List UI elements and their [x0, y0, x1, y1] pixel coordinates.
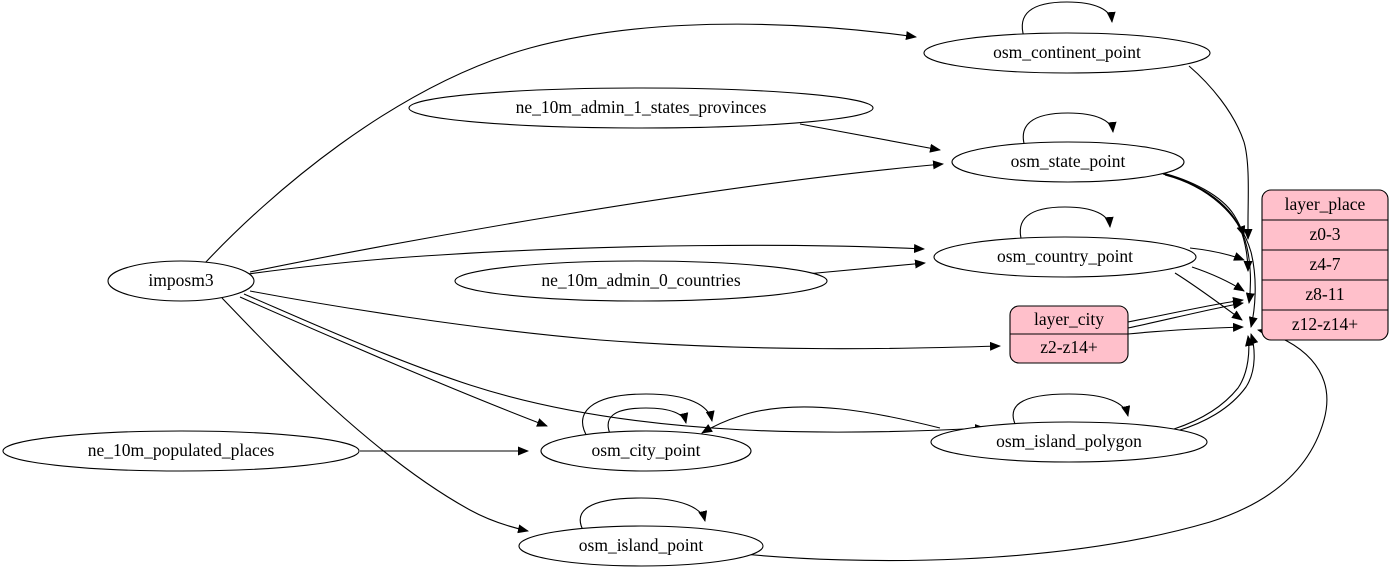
- node-imposm3[interactable]: imposm3: [107, 260, 255, 302]
- edge-osm_country_point-to-layer_place-z4-7: [1189, 247, 1245, 261]
- edge-layer_city-to-layer_place-z8-11-b: [1127, 300, 1244, 329]
- edge-self-osm_city_point-inner: [607, 407, 689, 437]
- edge-self-osm_country_point: [1019, 206, 1114, 243]
- edge-imposm3-to-osm_city_point: [239, 296, 548, 427]
- node-osm_island_polygon[interactable]: osm_island_polygon: [930, 421, 1208, 463]
- edge-layer_city-to-layer_place-z8-11: [1127, 296, 1244, 323]
- edge-imposm3-to-osm_island_polygon: [243, 293, 986, 434]
- edge-osm_state_point-to-layer_place-z12-z14+: [1164, 174, 1258, 328]
- edge-self-osm_island_polygon: [1012, 393, 1131, 429]
- edge-osm_country_point-to-layer_place-z8-11: [1191, 266, 1245, 292]
- node-label: ne_10m_populated_places: [88, 440, 275, 460]
- layer_place-row-z4-7[interactable]: z4-7: [1309, 254, 1340, 274]
- edge-imposm3-to-osm_country_point: [247, 244, 925, 275]
- node-layer: imposm3 ne_10m_admin_1_states_provinces …: [2, 32, 1389, 567]
- edge-osm_island_polygon-to-osm_city_point: [701, 406, 941, 434]
- node-label: ne_10m_admin_1_states_provinces: [516, 97, 767, 117]
- edge-ne_countries-to-osm_country_point: [805, 259, 926, 275]
- layer_city-row-z2-z14+[interactable]: z2-z14+: [1040, 337, 1098, 357]
- node-ne_10m_admin_0_countries[interactable]: ne_10m_admin_0_countries: [454, 260, 828, 302]
- edge-self-osm_city_point-outer: [582, 393, 715, 439]
- node-osm_island_point[interactable]: osm_island_point: [518, 525, 764, 567]
- node-label: osm_state_point: [1011, 151, 1126, 171]
- edge-ne_states_provinces-to-osm_state_point: [799, 123, 941, 153]
- node-osm_country_point[interactable]: osm_country_point: [933, 236, 1197, 278]
- node-ne_10m_admin_1_states_provinces[interactable]: ne_10m_admin_1_states_provinces: [408, 87, 874, 129]
- node-osm_state_point[interactable]: osm_state_point: [951, 141, 1185, 183]
- edge-imposm3-to-layer_city: [249, 290, 1001, 351]
- node-label: osm_city_point: [592, 440, 701, 460]
- edge-imposm3-to-osm_island_point: [221, 297, 529, 534]
- node-label: ne_10m_admin_0_countries: [541, 270, 740, 290]
- edge-self-osm_continent_point: [1021, 1, 1116, 38]
- edge-self-osm_island_point: [579, 497, 708, 533]
- node-label: osm_continent_point: [993, 42, 1141, 62]
- edge-osm_continent_point-to-layer_place-z0-3: [1188, 65, 1253, 240]
- node-ne_10m_populated_places[interactable]: ne_10m_populated_places: [2, 430, 360, 472]
- edge-osm_state_point-to-layer_place-z0-3: [1158, 171, 1246, 237]
- edge-layer: [204, 1, 1328, 562]
- node-label: osm_country_point: [997, 246, 1133, 266]
- node-label: imposm3: [148, 270, 213, 290]
- node-osm_continent_point[interactable]: osm_continent_point: [923, 32, 1211, 74]
- edge-osm_island_point-to-layer_place-z12-z14+: [732, 328, 1328, 562]
- edge-osm_island_polygon-to-layer_place-z12-z14+-b: [1176, 333, 1259, 432]
- node-label: osm_island_point: [579, 535, 704, 555]
- edge-osm_island_polygon-to-layer_place-z12-z14+: [1173, 335, 1254, 430]
- edge-self-osm_state_point: [1022, 112, 1117, 148]
- edge-osm_country_point-to-layer_place-z12-z14+: [1174, 272, 1243, 321]
- layer_place-row-z0-3[interactable]: z0-3: [1309, 224, 1340, 244]
- layer_place-header: layer_place: [1285, 194, 1366, 214]
- edge-layer_city-to-layer_place-z12-z14+: [1127, 322, 1244, 335]
- layer_place-row-z12-z14+[interactable]: z12-z14+: [1292, 314, 1358, 334]
- node-osm_city_point[interactable]: osm_city_point: [540, 430, 752, 472]
- node-layer_place[interactable]: layer_place z0-3 z4-7 z8-11 z12-z14+: [1261, 189, 1389, 341]
- edge-imposm3-to-osm_state_point: [249, 160, 944, 273]
- node-label: osm_island_polygon: [996, 431, 1142, 451]
- layer_place-row-z8-11[interactable]: z8-11: [1305, 284, 1344, 304]
- edge-imposm3-to-osm_continent_point: [204, 23, 917, 264]
- node-layer_city[interactable]: layer_city z2-z14+: [1009, 305, 1129, 364]
- layer_city-header: layer_city: [1034, 309, 1104, 329]
